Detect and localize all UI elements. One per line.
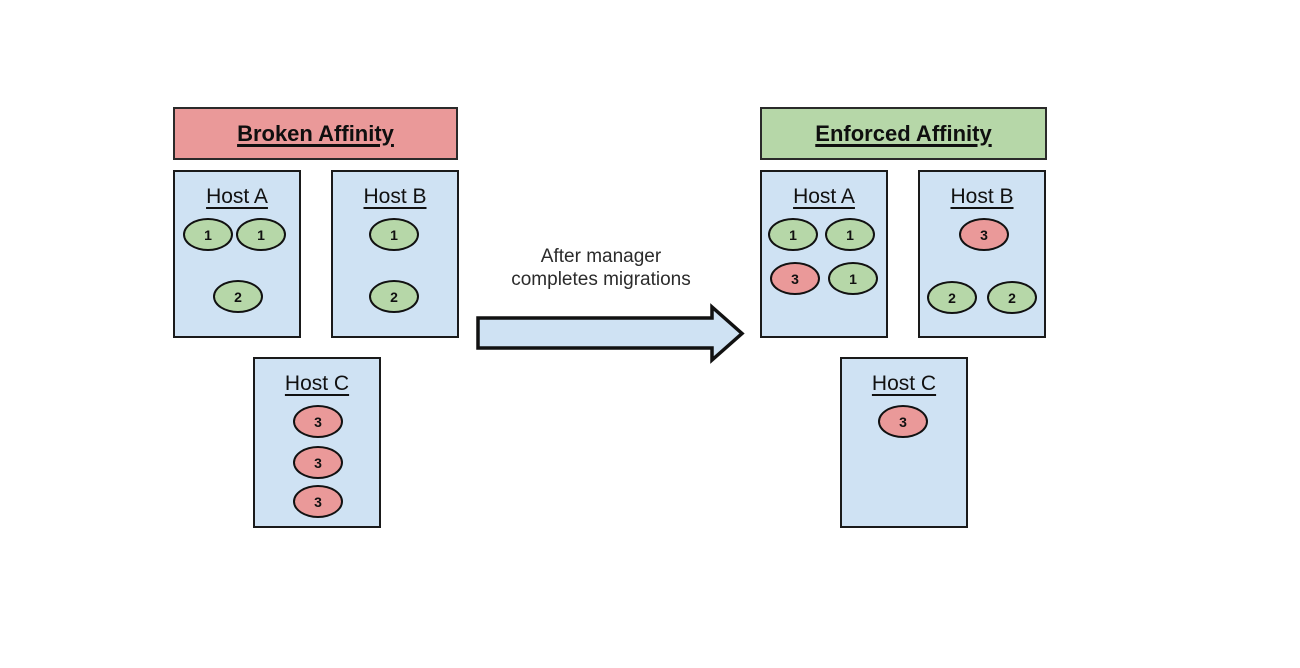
arrow-shape xyxy=(476,303,745,364)
broken-affinity-header: Broken Affinity xyxy=(173,107,458,160)
host-box-broken-c: Host C 3 3 3 xyxy=(253,357,381,528)
migration-arrow xyxy=(476,303,745,364)
host-box-enforced-c: Host C 3 xyxy=(840,357,968,528)
host-box-broken-a: Host A 1 1 2 xyxy=(173,170,301,338)
vm-label: 1 xyxy=(390,226,398,243)
vm-ellipse: 3 xyxy=(293,485,343,518)
vm-ellipse: 1 xyxy=(369,218,419,251)
vm-ellipse: 1 xyxy=(825,218,875,251)
caption-line-2: completes migrations xyxy=(511,269,691,290)
host-title: Host B xyxy=(363,185,427,208)
enforced-affinity-title: Enforced Affinity xyxy=(815,120,992,146)
vm-label: 2 xyxy=(390,288,398,305)
host-box-enforced-b: Host B 3 2 2 xyxy=(918,170,1046,338)
vm-label: 2 xyxy=(1008,289,1016,306)
vm-ellipse: 2 xyxy=(369,280,419,313)
vm-ellipse: 1 xyxy=(183,218,233,251)
migration-caption: After manager completes migrations xyxy=(511,245,691,291)
host-title: Host A xyxy=(793,185,855,208)
vm-ellipse: 2 xyxy=(987,281,1037,314)
broken-affinity-title: Broken Affinity xyxy=(237,120,394,146)
vm-label: 1 xyxy=(846,226,854,243)
vm-label: 1 xyxy=(849,270,857,287)
vm-ellipse: 1 xyxy=(768,218,818,251)
host-title: Host B xyxy=(950,185,1014,208)
vm-label: 3 xyxy=(899,413,907,430)
vm-label: 1 xyxy=(789,226,797,243)
vm-ellipse: 3 xyxy=(878,405,928,438)
vm-ellipse: 2 xyxy=(213,280,263,313)
vm-label: 3 xyxy=(314,454,322,471)
vm-label: 2 xyxy=(948,289,956,306)
vm-ellipse: 1 xyxy=(236,218,286,251)
vm-label: 3 xyxy=(791,270,799,287)
vm-ellipse: 3 xyxy=(293,446,343,479)
vm-ellipse: 1 xyxy=(828,262,878,295)
enforced-affinity-header: Enforced Affinity xyxy=(760,107,1047,160)
vm-label: 3 xyxy=(314,413,322,430)
vm-label: 1 xyxy=(257,226,265,243)
vm-ellipse: 2 xyxy=(927,281,977,314)
host-box-enforced-a: Host A 1 1 3 1 xyxy=(760,170,888,338)
host-title: Host A xyxy=(206,185,268,208)
vm-label: 3 xyxy=(980,226,988,243)
vm-ellipse: 3 xyxy=(959,218,1009,251)
host-title: Host C xyxy=(871,372,937,395)
host-title: Host C xyxy=(284,372,350,395)
host-box-broken-b: Host B 1 2 xyxy=(331,170,459,338)
vm-label: 1 xyxy=(204,226,212,243)
vm-ellipse: 3 xyxy=(293,405,343,438)
caption-line-1: After manager xyxy=(540,246,662,267)
vm-label: 3 xyxy=(314,493,322,510)
vm-label: 2 xyxy=(234,288,242,305)
vm-ellipse: 3 xyxy=(770,262,820,295)
